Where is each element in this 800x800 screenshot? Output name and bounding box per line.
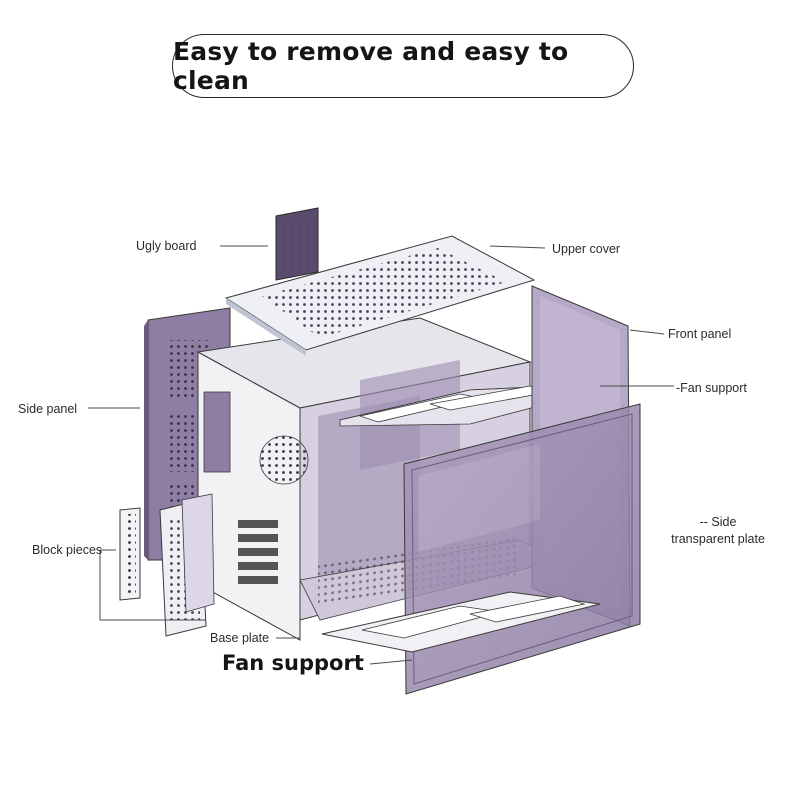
label-side-transparent-plate-line2: transparent plate [671,532,765,546]
label-fan-support-top: -Fan support [676,381,747,395]
label-upper-cover: Upper cover [552,242,621,256]
label-side-transparent-plate-line1: -- Side [699,515,737,529]
label-fan-support-bottom: Fan support [222,651,364,675]
label-side-panel: Side panel [18,402,78,416]
title-banner: Easy to remove and easy to clean [172,34,634,98]
leader-lines [88,245,674,665]
label-base-plate: Base plate [210,631,270,645]
label-ugly-board: Ugly board [136,239,197,253]
leader-upper-cover [489,245,546,249]
upper-cover [224,235,536,356]
ugly-board [275,207,319,281]
leader-front-panel [629,329,665,335]
leader-fan-support-bottom [369,659,413,665]
block-pieces [119,493,215,637]
leader-block-pieces-2 [99,550,206,621]
label-front-panel: Front panel [668,327,732,341]
label-block-pieces: Block pieces [32,543,103,557]
title-text: Easy to remove and easy to clean [173,37,569,95]
label-side-transparent-plate: -- Side transparent plate [666,514,770,548]
fan-support-bottom [321,591,601,653]
